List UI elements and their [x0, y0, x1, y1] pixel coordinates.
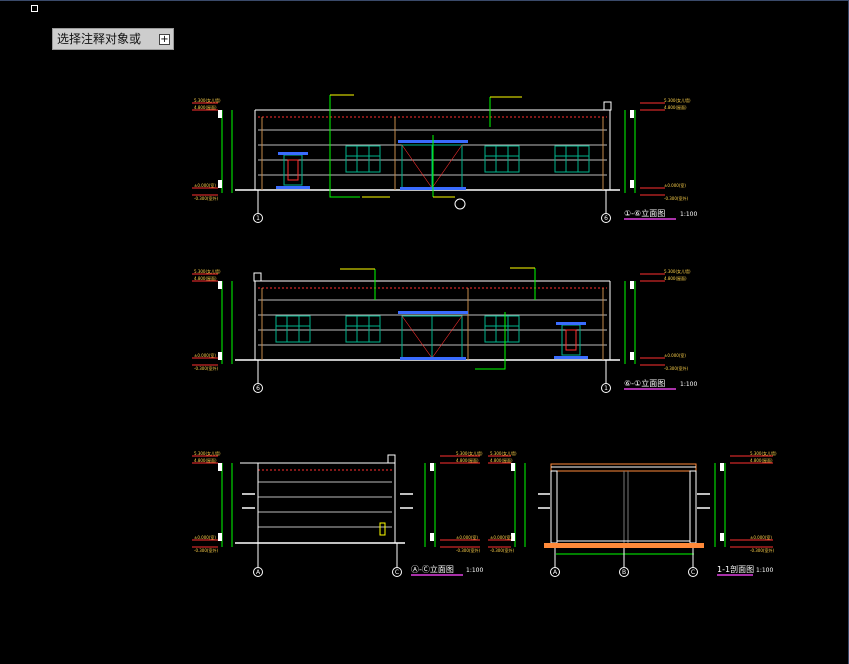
svg-text:5.300(女儿墙): 5.300(女儿墙): [456, 450, 483, 456]
axis-label-c: C: [395, 569, 399, 576]
svg-text:5.300(女儿墙): 5.300(女儿墙): [664, 268, 691, 274]
svg-text:±0.000(室): ±0.000(室): [456, 534, 478, 540]
ucs-origin-icon: [31, 5, 38, 12]
drawing-title-elev-b: ⑥-①立面图: [624, 378, 665, 388]
axis-label-1b: 1: [604, 385, 608, 392]
axis-label-section-a: A: [553, 569, 558, 576]
svg-text:±0.000(室): ±0.000(室): [490, 534, 512, 540]
svg-text:4.800(屋面): 4.800(屋面): [456, 457, 479, 463]
svg-text:-0.300(室外): -0.300(室外): [664, 195, 688, 201]
svg-text:4.800(屋面): 4.800(屋面): [194, 457, 217, 463]
prompt-text: 选择注释对象或: [57, 32, 142, 46]
svg-text:±0.000(室): ±0.000(室): [750, 534, 772, 540]
axis-label-1: 1: [256, 215, 260, 222]
svg-text:4.800(屋面): 4.800(屋面): [194, 275, 217, 281]
svg-text:4.800(屋面): 4.800(屋面): [750, 457, 773, 463]
svg-text:5.300(女儿墙): 5.300(女儿墙): [194, 268, 221, 274]
drawing-title-elev-a: ①-⑥立面图: [624, 208, 665, 218]
svg-text:±0.000(室): ±0.000(室): [194, 182, 216, 188]
svg-text:±0.000(室): ±0.000(室): [664, 182, 686, 188]
svg-text:-0.300(室外): -0.300(室外): [664, 365, 688, 371]
svg-text:-0.300(室外): -0.300(室外): [194, 195, 218, 201]
section-1-1: 5.300(女儿墙) 4.800(屋面) ±0.000(室) -0.300(室外…: [488, 450, 777, 577]
elevation-a-c: 5.300(女儿墙) 4.800(屋面) ±0.000(室) -0.300(室外…: [192, 450, 483, 577]
axis-label-6b: 6: [256, 385, 260, 392]
axis-label-a: A: [256, 569, 261, 576]
svg-text:4.800(屋面): 4.800(屋面): [490, 457, 513, 463]
drawing-scale-elev-a: 1:100: [680, 211, 697, 218]
svg-text:4.800(屋面): 4.800(屋面): [664, 104, 687, 110]
svg-text:4.800(屋面): 4.800(屋面): [194, 104, 217, 110]
drawing-scale-section: 1:100: [756, 567, 773, 574]
svg-text:5.300(女儿墙): 5.300(女儿墙): [194, 450, 221, 456]
svg-text:±0.000(室): ±0.000(室): [664, 352, 686, 358]
svg-text:5.300(女儿墙): 5.300(女儿墙): [194, 97, 221, 103]
drawing-scale-elev-c: 1:100: [466, 567, 483, 574]
svg-text:-0.300(室外): -0.300(室外): [490, 547, 514, 553]
svg-text:5.300(女儿墙): 5.300(女儿墙): [664, 97, 691, 103]
svg-text:±0.000(室): ±0.000(室): [194, 352, 216, 358]
svg-text:-0.300(室外): -0.300(室外): [456, 547, 480, 553]
svg-text:-0.300(室外): -0.300(室外): [194, 547, 218, 553]
expand-icon[interactable]: +: [159, 34, 170, 45]
drawing-title-elev-c: Ⓐ-Ⓒ立面图: [411, 564, 454, 574]
command-prompt-tooltip[interactable]: 选择注释对象或 +: [52, 28, 174, 50]
elevation-1-6: 5.300(女儿墙) 4.800(屋面) ±0.000(室) -0.300(室外…: [192, 94, 697, 223]
drawing-scale-elev-b: 1:100: [680, 381, 697, 388]
svg-text:5.300(女儿墙): 5.300(女儿墙): [490, 450, 517, 456]
drawing-title-section: 1-1剖面图: [717, 564, 754, 574]
elevation-6-1: 5.300(女儿墙) 4.800(屋面) ±0.000(室) -0.300(室外…: [192, 267, 697, 393]
axis-label-section-b: B: [622, 569, 626, 576]
svg-text:±0.000(室): ±0.000(室): [194, 534, 216, 540]
svg-text:-0.300(室外): -0.300(室外): [194, 365, 218, 371]
svg-text:5.300(女儿墙): 5.300(女儿墙): [750, 450, 777, 456]
axis-label-section-c: C: [691, 569, 695, 576]
svg-text:4.800(屋面): 4.800(屋面): [664, 275, 687, 281]
axis-label-6: 6: [604, 215, 608, 222]
svg-text:-0.300(室外): -0.300(室外): [750, 547, 774, 553]
